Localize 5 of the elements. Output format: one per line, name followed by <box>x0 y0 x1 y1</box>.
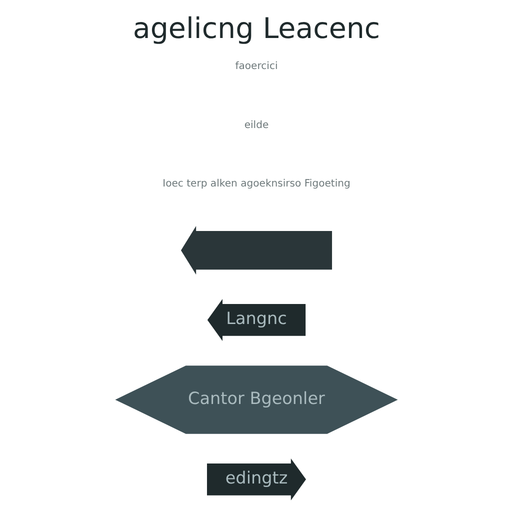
node-arrow <box>180 226 332 275</box>
diagram-title: agelicng Leacenc <box>132 12 380 45</box>
label: faoercici <box>234 61 278 72</box>
label: eilde <box>244 120 268 131</box>
label: Ioec terp alken agoeknsirso Figoeting <box>162 178 350 190</box>
